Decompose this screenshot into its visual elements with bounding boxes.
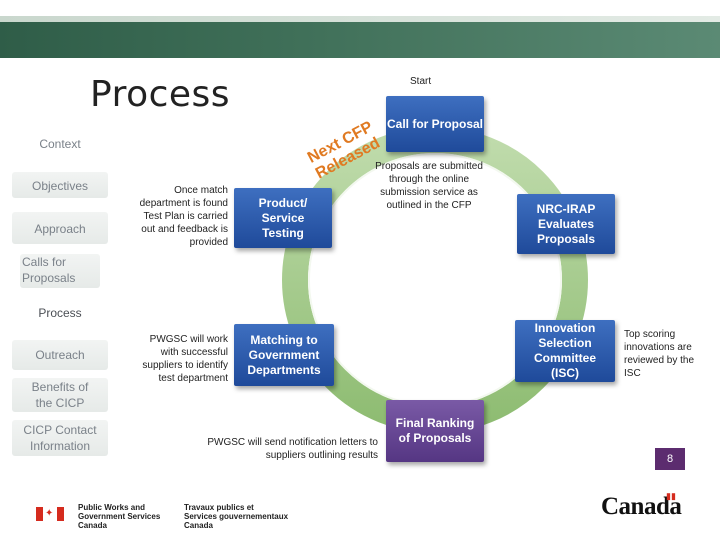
- nav-item-label: Context: [39, 137, 81, 151]
- nav-item-context[interactable]: Context: [12, 136, 108, 154]
- dept-fr-line: Services gouvernementaux: [184, 512, 289, 521]
- step-innovation-selection-committee[interactable]: Innovation Selection Committee (ISC): [515, 320, 615, 382]
- step-label: Product/ Service Testing: [258, 195, 308, 240]
- start-label: Start: [410, 76, 432, 87]
- step-nrc-irap-evaluates[interactable]: NRC-IRAP Evaluates Proposals: [517, 194, 615, 254]
- nav-item-label: Outreach: [35, 348, 85, 362]
- wordmark-flag-icon: ▮▮: [666, 491, 676, 501]
- nav-item-label: Approach: [34, 222, 86, 236]
- dept-en-line: Government Services: [78, 512, 161, 521]
- note-proposals-submitted: Proposals are submitted through the onli…: [375, 161, 483, 211]
- nav-item-label: Calls for Proposals: [22, 255, 76, 285]
- top-banner: [0, 0, 720, 58]
- nav-item-label: CICP Contact Information: [23, 423, 97, 453]
- step-matching-departments[interactable]: Matching to Government Departments: [234, 324, 334, 386]
- dept-name-fr: Travaux publics et Services gouvernement…: [184, 503, 288, 530]
- dept-en-line: Canada: [78, 521, 107, 530]
- note-pwgsc-notification: PWGSC will send notification letters to …: [207, 437, 378, 461]
- dept-fr-line: Canada: [184, 521, 213, 530]
- nav-item-outreach[interactable]: Outreach: [12, 340, 108, 370]
- nav-item-benefits[interactable]: Benefits of the CICP: [12, 378, 108, 412]
- dept-fr-line: Travaux publics et: [184, 503, 254, 512]
- step-label: Matching to Government Departments: [247, 332, 321, 377]
- note-once-match: Once match department is found Test Plan…: [139, 185, 228, 248]
- nav-item-calls-for-proposals[interactable]: Calls for Proposals: [20, 254, 100, 288]
- nav-item-label: Benefits of the CICP: [31, 380, 89, 410]
- step-label: Innovation Selection Committee (ISC): [533, 321, 596, 380]
- note-top-scoring: Top scoring innovations are reviewed by …: [624, 329, 695, 379]
- nav-item-approach[interactable]: Approach: [12, 212, 108, 244]
- step-product-service-testing[interactable]: Product/ Service Testing: [234, 188, 332, 248]
- dept-name-en: Public Works and Government Services Can…: [78, 503, 160, 530]
- page-title: Process: [90, 74, 231, 115]
- canada-wordmark: Canada: [601, 493, 682, 520]
- dept-en-line: Public Works and: [78, 503, 145, 512]
- banner-band: [0, 22, 720, 58]
- banner-highlight: [0, 16, 720, 24]
- step-label: Call for Proposal: [386, 116, 484, 131]
- nav-item-contact[interactable]: CICP Contact Information: [12, 420, 108, 456]
- nav-item-label: Process: [38, 306, 82, 320]
- step-label: Final Ranking of Proposals: [395, 416, 475, 445]
- nav-item-process[interactable]: Process: [12, 305, 108, 323]
- step-call-for-proposal[interactable]: Call for Proposal: [386, 96, 484, 152]
- step-final-ranking[interactable]: Final Ranking of Proposals: [386, 400, 484, 462]
- nav-item-label: Objectives: [31, 179, 89, 193]
- nav-item-objectives[interactable]: Objectives: [12, 172, 108, 198]
- page-number: 8: [655, 448, 685, 470]
- canada-flag-icon: ✦: [36, 507, 64, 521]
- step-label: NRC-IRAP Evaluates Proposals: [536, 201, 596, 246]
- note-pwgsc-work: PWGSC will work with successful supplier…: [142, 334, 228, 384]
